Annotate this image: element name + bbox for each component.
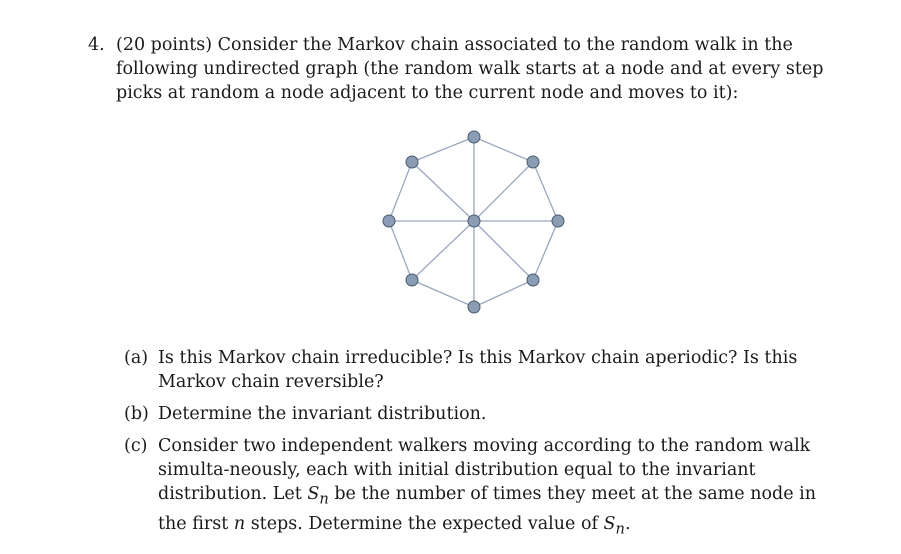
problem-number: 4. [88,35,105,55]
subscript-n-2: n [615,520,625,537]
part-c-text-3: steps. Determine the expected value of [245,513,604,534]
graph-edges [388,136,559,308]
node-C [467,214,481,228]
edge-C-SE [473,220,534,281]
part-b-label: (b) [124,404,149,424]
part-b: (b) Determine the invariant distribution… [124,402,844,426]
node-E [551,214,565,228]
edge-SW-W [388,220,413,281]
node-SE [526,273,540,287]
problem-text: (20 points) Consider the Markov chain as… [116,35,824,103]
subquestions: (a) Is this Markov chain irreducible? Is… [124,346,844,549]
edge-E-SE [532,220,559,281]
edge-NW-N [411,136,475,163]
part-a-label: (a) [124,348,149,368]
node-NW [405,155,419,169]
graph-nodes [382,130,565,314]
part-a-text: Is this Markov chain irreducible? Is thi… [158,348,798,392]
problem-statement: 4. (20 points) Consider the Markov chain… [88,33,848,105]
part-c-label: (c) [124,436,148,456]
symbol-S: S [307,484,320,504]
node-N [467,130,481,144]
edge-C-NW [411,161,475,222]
part-a: (a) Is this Markov chain irreducible? Is… [124,346,844,394]
node-SW [405,273,419,287]
part-c: (c) Consider two independent walkers mov… [124,434,844,541]
edge-N-NE [473,136,534,163]
edge-C-SW [411,220,475,281]
edge-S-SW [411,279,475,308]
edge-NE-E [532,161,559,222]
node-W [382,214,396,228]
edge-W-NW [388,161,413,222]
node-NE [526,155,540,169]
subscript-n: n [319,490,329,508]
part-c-text-2: be the number of times they meet at the … [158,484,816,534]
wheel-graph [382,130,565,314]
node-S [467,300,481,314]
part-b-text: Determine the invariant distribution. [158,404,487,424]
part-c-text-4: . [624,513,631,534]
symbol-S-2: S [603,513,616,534]
symbol-n: n [233,513,246,534]
part-c-text: Consider two independent walkers moving … [158,434,844,541]
part-c-text-1: Consider two independent walkers moving … [158,436,811,504]
edge-C-NE [473,161,534,222]
edge-SE-S [473,279,534,308]
